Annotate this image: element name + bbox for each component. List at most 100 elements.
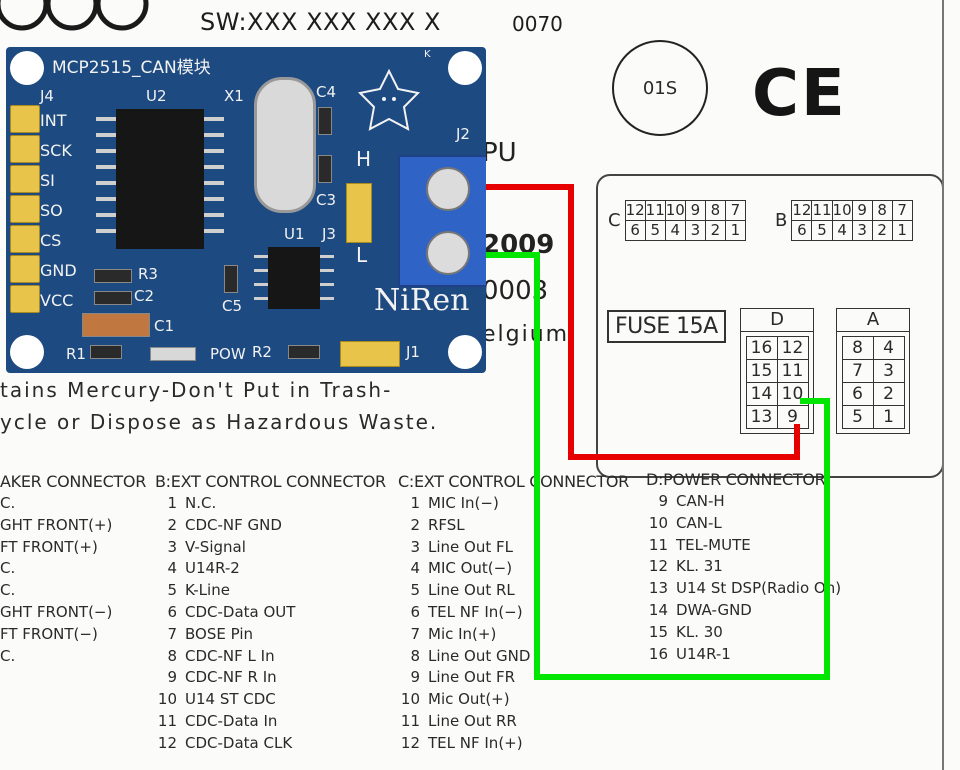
pin-label-si: SI [40, 171, 55, 190]
pin: 11 [776, 359, 809, 383]
connector-a-title: A [837, 309, 909, 332]
can-h-wire-segment [568, 454, 800, 460]
can-h-wire-segment [568, 184, 574, 460]
pin: 11 [811, 200, 833, 221]
silk-j4: J4 [40, 87, 54, 105]
pin: 1 [891, 220, 913, 241]
chip-leg [96, 133, 116, 137]
pin: 4 [664, 220, 686, 241]
mounting-hole [448, 51, 482, 85]
silk-c4: C4 [316, 83, 337, 101]
silk-l: L [356, 243, 368, 267]
list-item: C. [0, 646, 16, 665]
chip-leg [204, 117, 224, 121]
silk-h: H [356, 147, 372, 171]
can-l-screw [426, 231, 470, 275]
pin: 7 [841, 359, 874, 383]
pin: 4 [872, 336, 905, 360]
mounting-hole [448, 335, 482, 369]
mcp2515-chip [116, 109, 204, 249]
chip-leg [96, 149, 116, 153]
pin: 7 [724, 200, 746, 221]
chip-leg [204, 149, 224, 153]
can-l-wire-segment [824, 398, 830, 680]
jumper-j3 [346, 183, 372, 243]
label-number: 0070 [512, 12, 563, 36]
capacitor-c2 [94, 291, 132, 305]
power-led [150, 347, 196, 361]
pin: 4 [831, 220, 853, 241]
pin: 8 [841, 336, 874, 360]
chip-leg [204, 197, 224, 201]
chip-leg [204, 213, 224, 217]
silk-r1: R1 [66, 345, 86, 363]
pin-label-int: INT [40, 111, 67, 130]
can-l-wire-segment [484, 252, 540, 258]
silk-j2: J2 [456, 125, 470, 143]
pin: 5 [811, 220, 833, 241]
pin: 6 [624, 220, 646, 241]
chip-leg [254, 269, 268, 272]
list-item: GHT FRONT(−) [0, 602, 113, 621]
column-title: D:POWER CONNECTOR [646, 470, 826, 489]
header-pin [10, 165, 40, 193]
chip-leg [320, 297, 334, 300]
pin-label-cs: CS [40, 231, 62, 250]
software-version: SW:XXX XXX XXX X [200, 8, 441, 36]
partial-text-pu: PU [482, 138, 517, 168]
pin: 8 [871, 200, 893, 221]
list-item: GHT FRONT(+) [0, 515, 113, 534]
pin-label-gnd: GND [40, 261, 77, 280]
chip-leg [204, 133, 224, 137]
silk-pow: POW [210, 345, 246, 363]
chip-leg [254, 297, 268, 300]
pin: 11 [644, 200, 666, 221]
silk-u2: U2 [146, 87, 167, 105]
chip-leg [96, 197, 116, 201]
can-h-screw [426, 167, 470, 211]
chip-leg [254, 255, 268, 258]
pin: 1 [872, 405, 905, 429]
brand-niren: NiRen [374, 283, 470, 318]
pin: 8 [704, 200, 726, 221]
pin: 9 [851, 200, 873, 221]
label-edge [942, 0, 944, 770]
chip-leg [96, 117, 116, 121]
can-l-wire-segment [534, 252, 540, 680]
column-title: AKER CONNECTOR [0, 472, 147, 491]
pin: 3 [851, 220, 873, 241]
code-circle: 01S [612, 40, 708, 136]
header-pin [10, 285, 40, 313]
column-title: C:EXT CONTROL CONNECTOR [398, 472, 629, 491]
chip-leg [320, 283, 334, 286]
pin: 5 [841, 405, 874, 429]
chip-leg [320, 255, 334, 258]
speaker-connector-column: AKER CONNECTOR C. GHT FRONT(+) FT FRONT(… [0, 472, 146, 667]
pin: 14 [745, 382, 778, 406]
can-terminal-block [398, 155, 486, 287]
pin: 2 [872, 382, 905, 406]
capacitor-c1 [82, 313, 150, 337]
mounting-hole [10, 51, 44, 85]
pin: 12 [624, 200, 646, 221]
pin: 16 [745, 336, 778, 360]
crystal-oscillator [254, 77, 316, 213]
